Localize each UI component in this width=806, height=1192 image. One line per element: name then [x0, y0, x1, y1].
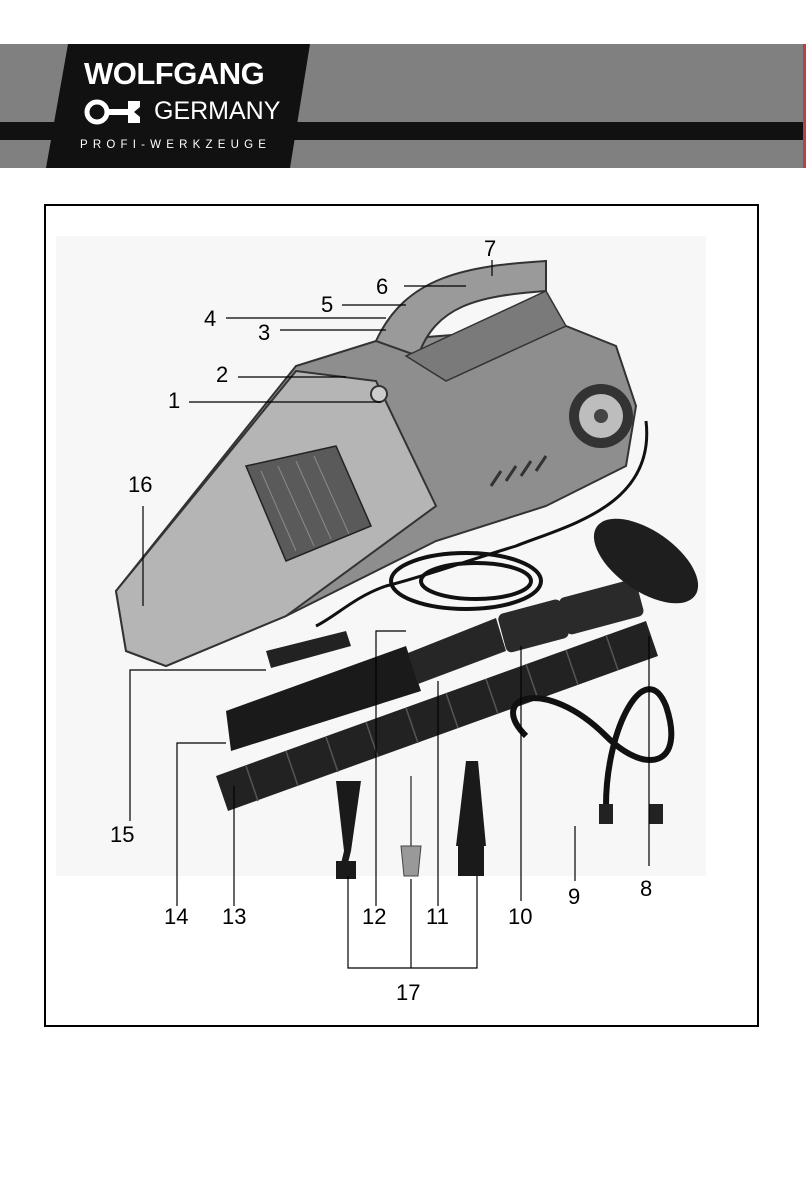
header-banner: WOLFGANG GERMANY PROFI-WERKZEUGE: [0, 44, 806, 168]
callout-1: 1: [168, 390, 180, 412]
callout-13: 13: [222, 906, 246, 928]
callout-8: 8: [640, 878, 652, 900]
callout-6: 6: [376, 276, 388, 298]
callout-5: 5: [321, 294, 333, 316]
brand-name: WOLFGANG: [84, 58, 264, 89]
callout-12: 12: [362, 906, 386, 928]
callout-3: 3: [258, 322, 270, 344]
callout-16: 16: [128, 474, 152, 496]
callout-10: 10: [508, 906, 532, 928]
callout-9: 9: [568, 886, 580, 908]
wrench-icon: [80, 97, 150, 129]
callout-11: 11: [426, 906, 449, 928]
product-illustration: [46, 206, 757, 1025]
brand-tagline: PROFI-WERKZEUGE: [80, 140, 271, 152]
callout-2: 2: [216, 364, 228, 386]
callout-17: 17: [396, 982, 420, 1004]
figure-frame: 1 2 3 4 5 6 7 8 9 10 11 12 13 14 15 16 1…: [44, 204, 759, 1027]
callout-15: 15: [110, 824, 134, 846]
callout-4: 4: [204, 308, 216, 330]
callout-14: 14: [164, 906, 188, 928]
callout-7: 7: [484, 238, 496, 260]
brand-sub: GERMANY: [154, 99, 280, 124]
